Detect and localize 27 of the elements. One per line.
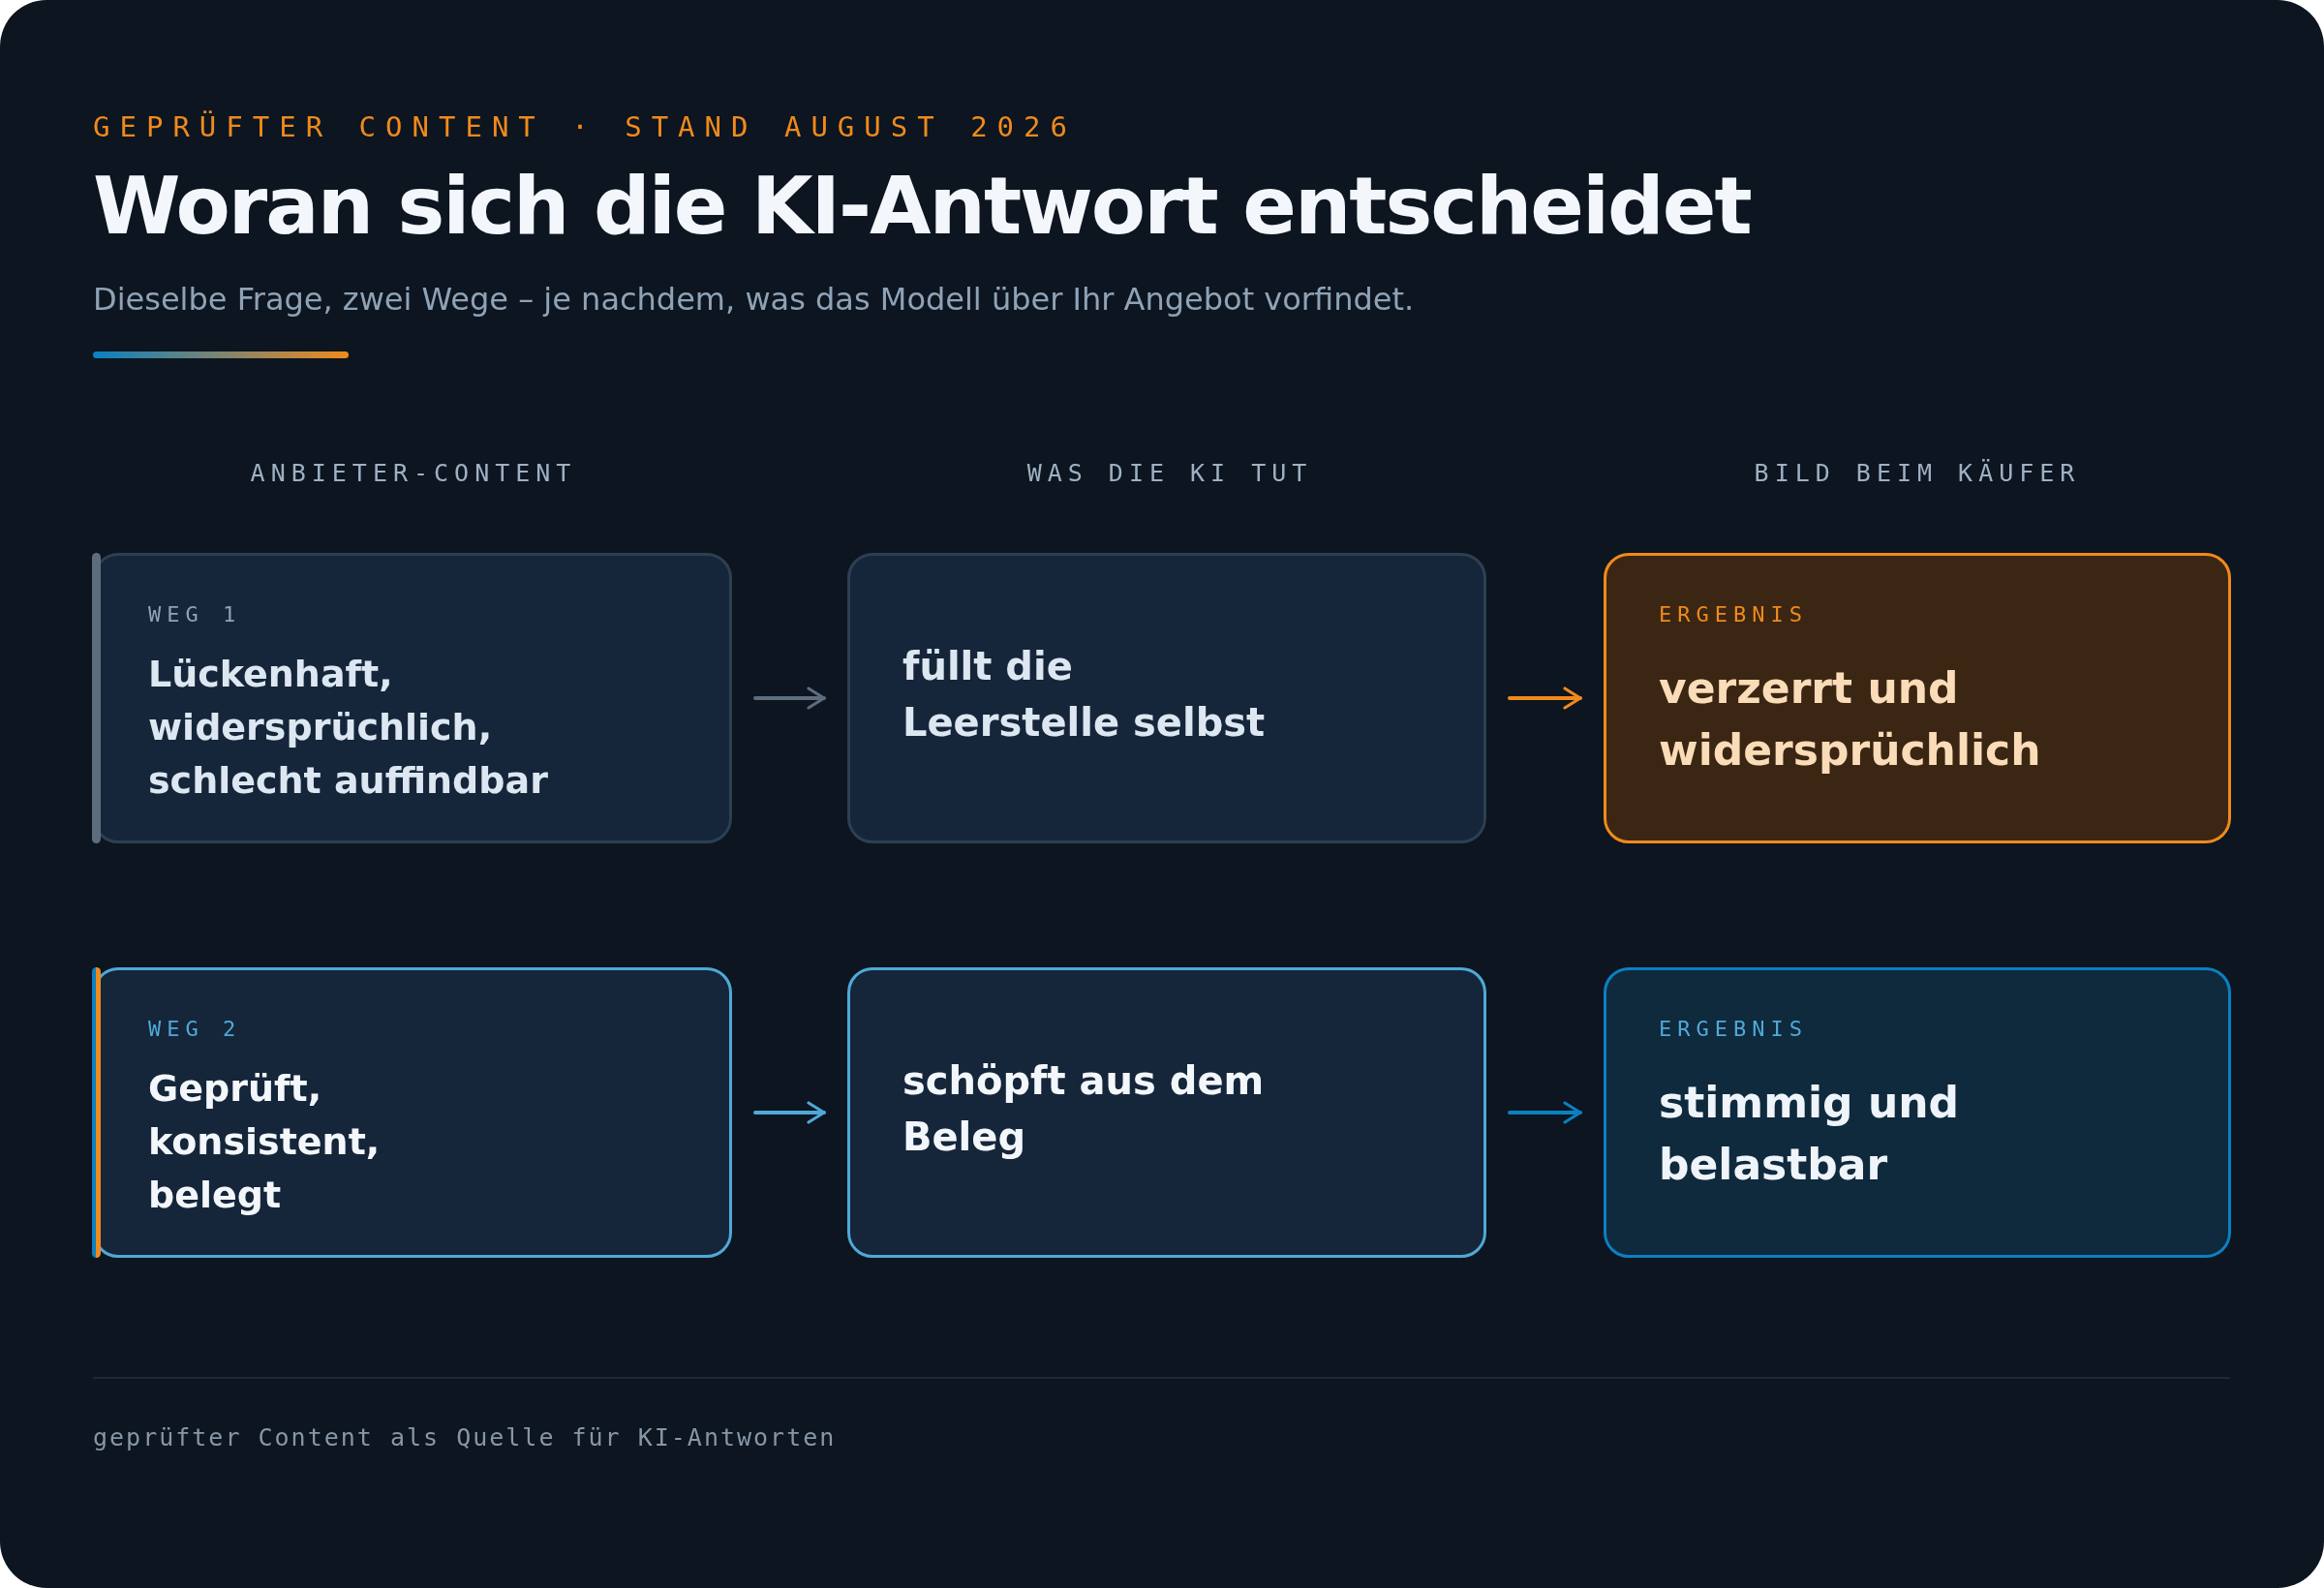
eyebrow-label: ERGEBNIS <box>1659 1017 1808 1041</box>
arrow <box>753 1101 826 1124</box>
eyebrow-text: GEPRÜFTER CONTENT · STAND AUGUST 2026 <box>93 110 1077 143</box>
process-box <box>93 553 732 843</box>
arrow <box>1508 1101 1582 1124</box>
footer-text: geprüfter Content als Quelle für KI-Antworten <box>93 1423 837 1451</box>
eyebrow-label: ERGEBNIS <box>1659 602 1808 626</box>
process-box <box>93 967 732 1258</box>
column-header: BILD BEIM KÄUFER <box>1753 459 2082 487</box>
subtitle: Dieselbe Frage, zwei Wege – je nachdem, was das Modell über Ihr Angebot vorfindet. <box>93 281 1415 318</box>
column-header: ANBIETER-CONTENT <box>249 459 578 487</box>
arrow <box>1508 687 1582 710</box>
arrow <box>753 687 826 710</box>
column-header: WAS DIE KI TUT <box>1025 459 1314 487</box>
process-box <box>847 553 1486 843</box>
process-box <box>1604 967 2231 1258</box>
process-box <box>847 967 1486 1258</box>
eyebrow-label: WEG 2 <box>148 1017 242 1041</box>
process-box <box>1604 553 2231 843</box>
box-text: Lückenhaft, widersprüchlich, schlecht auffindbar <box>148 652 549 805</box>
box-text: schöpft aus dem Beleg <box>902 1057 1266 1161</box>
box-text: füllt die Leerstelle selbst <box>902 643 1267 747</box>
title: Woran sich die KI-Antwort entscheidet <box>93 163 1751 251</box>
box-text: Geprüft, konsistent, belegt <box>148 1066 382 1219</box>
eyebrow-label: WEG 1 <box>148 602 242 626</box>
box-text: verzerrt und widersprüchlich <box>1659 662 2042 777</box>
box-text: stimmig und belastbar <box>1659 1077 1961 1191</box>
